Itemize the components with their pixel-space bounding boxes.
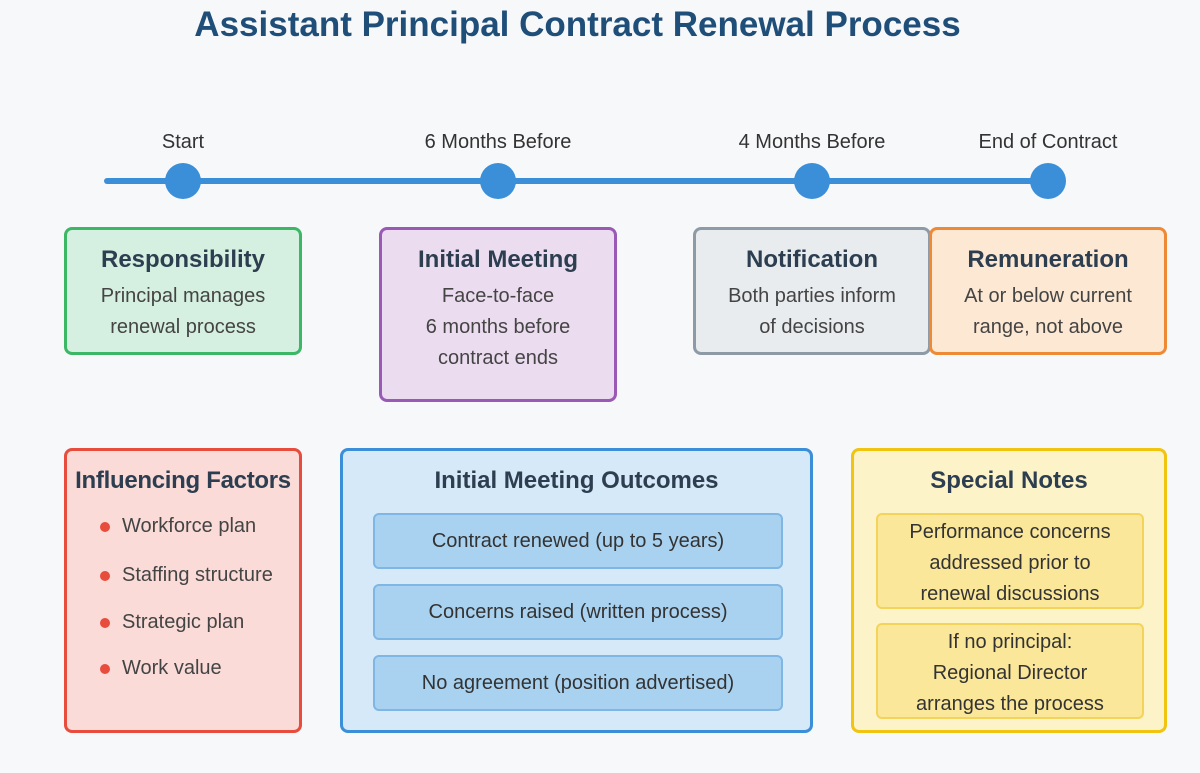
notification-card: Notification Both parties inform of deci…: [693, 227, 931, 355]
initial-meeting-card: Initial Meeting Face-to-face 6 months be…: [379, 227, 617, 402]
responsibility-title: Responsibility: [100, 246, 266, 273]
factor-item: Work value: [100, 657, 222, 680]
bullet-icon: [100, 663, 110, 674]
responsibility-card: Responsibility Principal manages renewal…: [64, 227, 302, 355]
outcomes-card: Initial Meeting Outcomes Contract renewe…: [340, 448, 813, 733]
remuneration-body: At or below current range, not above: [964, 285, 1132, 338]
factor-item: Strategic plan: [100, 611, 244, 634]
notification-body: Both parties inform of decisions: [728, 285, 896, 338]
timeline-line: [104, 178, 1048, 184]
influencing-factors-card: Influencing Factors Workforce plan Staff…: [64, 448, 302, 733]
factor-label: Strategic plan: [122, 611, 245, 633]
factor-label: Staffing structure: [122, 564, 273, 586]
timeline-label-6-months: 6 Months Before: [424, 131, 572, 153]
factor-item: Workforce plan: [100, 515, 256, 538]
timeline-label-end: End of Contract: [978, 131, 1118, 153]
responsibility-body: Principal manages renewal process: [100, 285, 266, 338]
factor-label: Workforce plan: [122, 515, 257, 537]
special-notes-card: Special Notes Performance concerns addre…: [851, 448, 1167, 733]
bullet-icon: [100, 521, 110, 532]
timeline-label-start: Start: [161, 131, 205, 153]
factor-label: Work value: [122, 657, 222, 679]
timeline-dot-start: [165, 163, 201, 199]
note-item: If no principal: Regional Director arran…: [876, 623, 1144, 719]
factor-item: Staffing structure: [100, 564, 273, 587]
initial-meeting-body: Face-to-face 6 months before contract en…: [425, 285, 571, 369]
notification-title: Notification: [746, 246, 878, 273]
timeline-label-4-months: 4 Months Before: [738, 131, 886, 153]
timeline-dot-end: [1030, 163, 1066, 199]
remuneration-title: Remuneration: [967, 246, 1129, 273]
remuneration-card: Remuneration At or below current range, …: [929, 227, 1167, 355]
outcome-item: Contract renewed (up to 5 years): [373, 513, 783, 569]
special-notes-title: Special Notes: [930, 467, 1088, 494]
influencing-factors-title: Influencing Factors: [75, 467, 291, 494]
outcomes-title: Initial Meeting Outcomes: [434, 467, 719, 494]
note-item: Performance concerns addressed prior to …: [876, 513, 1144, 609]
outcome-item: Concerns raised (written process): [373, 584, 783, 640]
timeline-dot-4-months: [794, 163, 830, 199]
timeline-dot-6-months: [480, 163, 516, 199]
page-title: Assistant Principal Contract Renewal Pro…: [194, 5, 961, 44]
bullet-icon: [100, 617, 110, 628]
outcome-item: No agreement (position advertised): [373, 655, 783, 711]
initial-meeting-title: Initial Meeting: [417, 246, 578, 273]
bullet-icon: [100, 570, 110, 581]
